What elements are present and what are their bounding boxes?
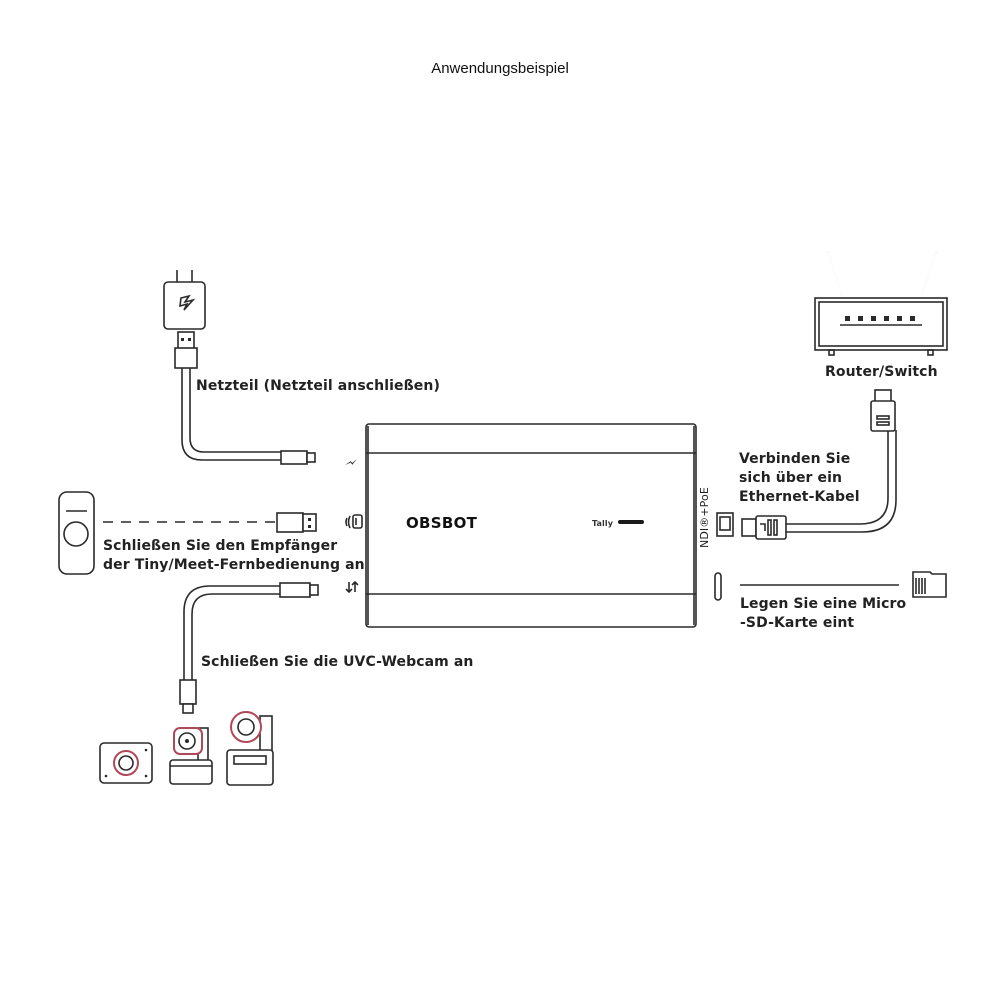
ethernet-label-line2: sich über ein xyxy=(739,470,843,486)
webcam-label: Schließen Sie die UVC-Webcam an xyxy=(201,654,474,670)
sd-label-line1: Legen Sie eine Micro xyxy=(740,596,907,612)
sd-slot-icon xyxy=(714,572,722,601)
usb-dongle-icon xyxy=(276,512,317,533)
sd-label-line2: -SD-Karte eint xyxy=(740,615,855,631)
ethernet-cable xyxy=(741,430,897,540)
webcam-meet-icon xyxy=(99,742,153,784)
ndi-poe-label: NDI®+PoE xyxy=(698,487,711,548)
lightning-icon xyxy=(345,459,357,465)
receiver-label-line2: der Tiny/Meet-Fernbedienung an xyxy=(103,557,365,573)
obsbot-device xyxy=(365,423,697,628)
micro-sd-card-icon xyxy=(912,571,947,598)
webcam-cable xyxy=(179,582,319,714)
ethernet-label-line1: Verbinden Sie xyxy=(739,451,851,467)
wireless-receiver-icon xyxy=(345,514,363,529)
ethernet-label-line3: Ethernet-Kabel xyxy=(739,489,860,505)
power-adapter-icon xyxy=(163,270,206,369)
remote-control-icon xyxy=(58,491,95,575)
webcam-tail-icon xyxy=(226,711,274,786)
tally-label: Tally xyxy=(592,519,614,528)
data-transfer-icon xyxy=(345,580,359,594)
router-label: Router/Switch xyxy=(825,364,938,380)
ethernet-plug-icon xyxy=(870,389,896,432)
webcam-tiny-icon xyxy=(169,727,213,785)
router-icon xyxy=(814,248,948,356)
page-title: Anwendungsbeispiel xyxy=(431,60,569,77)
device-brand: OBSBOT xyxy=(406,514,478,532)
ethernet-port-icon xyxy=(716,512,734,537)
power-cable xyxy=(181,368,316,465)
receiver-label-line1: Schließen Sie den Empfänger xyxy=(103,538,338,554)
power-label: Netzteil (Netzteil anschließen) xyxy=(196,378,440,394)
tally-light xyxy=(618,520,644,524)
